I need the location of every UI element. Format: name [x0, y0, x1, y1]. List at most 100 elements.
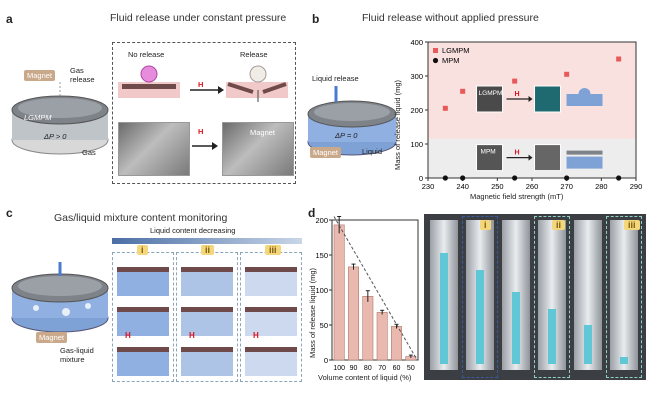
lgmpm-point: [442, 105, 448, 111]
test-tube: [466, 220, 494, 370]
x-tick-label: 60: [393, 365, 401, 372]
roman-label-iii: iii: [265, 245, 281, 255]
tube-highlight-frame: [606, 216, 642, 378]
roman-label-ii: ii: [201, 245, 215, 255]
liquid-decreasing-arrow: [112, 238, 302, 244]
bar: [362, 296, 374, 361]
y-tick-label: 0: [419, 174, 423, 183]
lgmpm-point: [460, 88, 466, 94]
magnet-tag-a: Magnet: [24, 70, 56, 81]
h-field-a2: H: [198, 127, 204, 136]
mixture-stage: [245, 347, 297, 376]
test-tube: [430, 220, 458, 370]
mixture-stage: [117, 347, 169, 376]
h-field-label: H: [515, 91, 520, 98]
panel-a-detail-box: [112, 42, 296, 184]
lgmpm-point: [564, 71, 570, 77]
inset-mpm-label: MPM: [481, 149, 496, 156]
lgmpm-inset-photo: [476, 85, 504, 113]
x-tick-label: 270: [560, 182, 573, 191]
roman-label-i: i: [137, 245, 148, 255]
mixture-stage: [245, 307, 297, 336]
lgmpm-point: [512, 78, 518, 84]
pressure-a: ΔP > 0: [44, 132, 67, 141]
bar: [348, 266, 359, 361]
mixture-stage: [117, 267, 169, 296]
tube-liquid-level: [476, 270, 484, 364]
mixture-stage: [245, 267, 297, 296]
mixture-stage: [181, 347, 233, 376]
panel-c-title: Gas/liquid mixture content monitoring: [54, 212, 228, 224]
photo-release: [222, 122, 294, 176]
tube-liquid-level: [620, 357, 628, 364]
inset-lgmpm-label: LGMPM: [479, 90, 503, 97]
y-tick-label: 100: [410, 140, 423, 149]
arrowhead-icon: [528, 96, 533, 102]
mpm-point: [616, 175, 622, 181]
chart-d-xlabel: Volume content of liquid (%): [318, 373, 412, 382]
chart-b-xlabel: Magnetic field strength (mT): [470, 192, 564, 201]
magnet-tag-c: Magnet: [36, 332, 68, 343]
tube-roman-label: i: [480, 220, 491, 230]
liquid-release-label: Liquid release: [312, 74, 359, 83]
photo-no-release: [118, 122, 190, 176]
x-tick-label: 260: [526, 182, 539, 191]
gas-label: Gas: [82, 148, 96, 157]
mpm-inset-photo: [476, 144, 504, 172]
y-tick-label: 200: [315, 216, 328, 225]
test-tube: [538, 220, 566, 370]
lgmpm-schematic: [566, 94, 603, 106]
liquid-label: Liquid: [362, 147, 383, 156]
x-tick-label: 70: [378, 365, 386, 372]
y-tick-label: 50: [320, 321, 328, 330]
panel-a-title: Fluid release under constant pressure: [110, 12, 287, 24]
h-field-label: H: [125, 331, 131, 340]
release-schematic: [118, 65, 288, 102]
x-tick-label: 100: [333, 365, 345, 372]
arrow-icon: [192, 142, 218, 150]
lgmpm-release-photo: [534, 85, 562, 113]
panel-d-label: d: [308, 206, 316, 220]
tube-highlight-frame: [462, 216, 498, 378]
gas-liquid-mixture-label: Gas-liquid mixture: [60, 346, 94, 364]
panel-c-label: c: [6, 206, 13, 220]
mpm-point: [460, 175, 466, 181]
liquid-droplet: [578, 88, 591, 100]
device-c-illustration: [11, 262, 109, 333]
h-field-label: H: [515, 150, 520, 157]
y-tick-label: 0: [324, 356, 328, 365]
mixture-stage: [117, 307, 169, 336]
mixture-stage: [181, 307, 233, 336]
tube-liquid-level: [440, 253, 448, 364]
y-tick-label: 100: [315, 286, 328, 295]
x-tick-label: 240: [456, 182, 469, 191]
membrane: [566, 150, 603, 155]
y-tick-label: 300: [410, 72, 423, 81]
h-field-label: H: [189, 331, 195, 340]
mpm-point: [512, 175, 518, 181]
legend-label: LGMPM: [442, 46, 470, 55]
test-tube: [610, 220, 638, 370]
mpm-schematic: [566, 156, 603, 169]
mpm-point: [442, 175, 448, 181]
panel-a-label: a: [6, 12, 13, 26]
y-tick-label: 200: [410, 106, 423, 115]
y-tick-label: 150: [315, 251, 328, 260]
legend-marker: [432, 57, 439, 64]
device-a-name: LGMPM: [24, 113, 52, 122]
device-b-illustration: [307, 86, 397, 156]
y-tick-label: 400: [410, 38, 423, 47]
arrowhead-icon: [528, 154, 533, 161]
x-tick-label: 230: [422, 182, 435, 191]
release-label: Release: [240, 50, 268, 59]
x-tick-label: 290: [630, 182, 643, 191]
tube-roman-label: ii: [552, 220, 566, 230]
tube-highlight-frame: [534, 216, 570, 378]
magnet-tag-b: Magnet: [310, 147, 342, 158]
pressure-b: ΔP = 0: [335, 131, 358, 140]
